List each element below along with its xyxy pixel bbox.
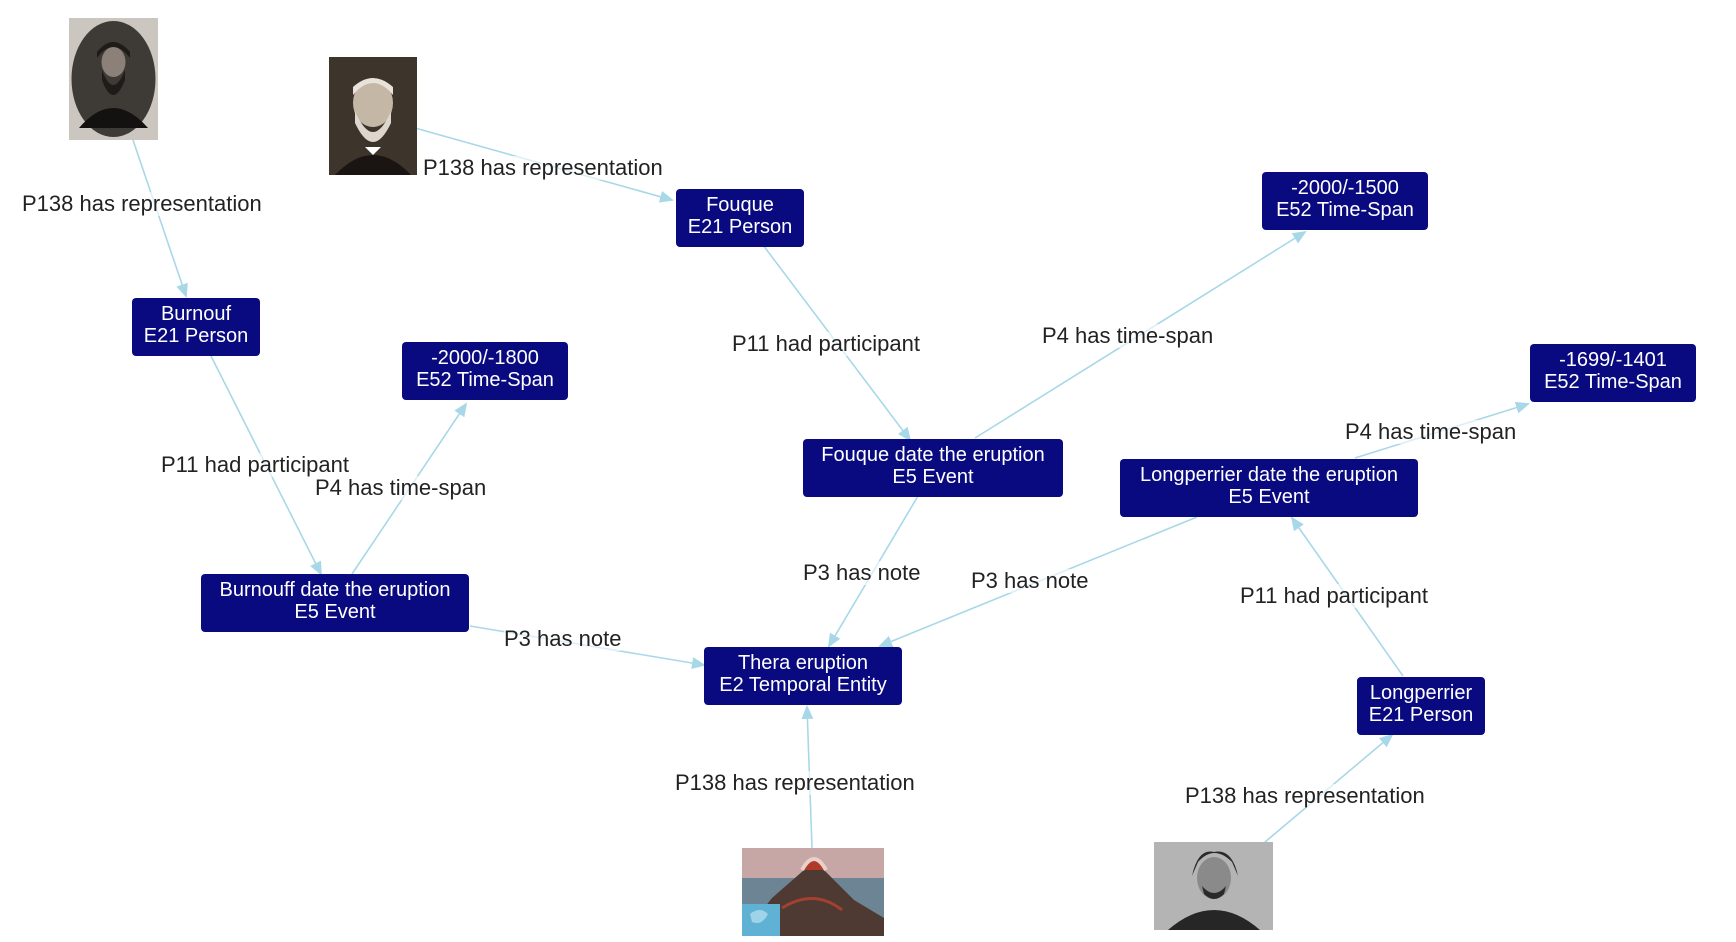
node-fouque[interactable]: Fouque E21 Person <box>676 189 804 247</box>
node-type: E5 Event <box>294 601 376 623</box>
node-name: -2000/-1500 <box>1291 177 1399 199</box>
edge-label-p138-thera: P138 has representation <box>675 770 915 795</box>
edge-label-p11-burnouf: P11 had participant <box>161 452 349 477</box>
node-thera-eruption[interactable]: Thera eruption E2 Temporal Entity <box>704 647 902 705</box>
node-type: E52 Time-Span <box>1276 199 1414 221</box>
node-type: E5 Event <box>1228 486 1310 508</box>
edge-label-p3-longperrier: P3 has note <box>971 568 1089 593</box>
node-name: -1699/-1401 <box>1559 349 1667 371</box>
thera-volcano-icon[interactable] <box>742 848 884 936</box>
node-name: Burnouff date the eruption <box>219 579 451 601</box>
node-name: -2000/-1800 <box>431 347 539 369</box>
node-name: Longperrier date the eruption <box>1140 464 1398 486</box>
node-name: Longperrier <box>1369 682 1473 704</box>
edge-label-p4-fouque: P4 has time-span <box>1042 323 1214 348</box>
node-type: E2 Temporal Entity <box>719 674 887 696</box>
edge-p138-burnouf <box>132 139 188 298</box>
edge-label-p11-longperrier: P11 had participant <box>1240 583 1428 608</box>
node-timespan-1699-1401[interactable]: -1699/-1401 E52 Time-Span <box>1530 344 1696 402</box>
node-longperrier-date-eruption[interactable]: Longperrier date the eruption E5 Event <box>1120 459 1418 517</box>
edge-label-p138-fouque: P138 has representation <box>423 155 663 180</box>
node-type: E52 Time-Span <box>416 369 554 391</box>
burnouf-portrait-icon[interactable] <box>69 18 158 140</box>
node-name: Fouque date the eruption <box>821 444 1045 466</box>
node-name: Burnouf <box>160 303 232 325</box>
edge-label-p138-longperrier: P138 has representation <box>1185 783 1425 808</box>
node-type: E21 Person <box>143 325 249 347</box>
node-burnouff-date-eruption[interactable]: Burnouff date the eruption E5 Event <box>201 574 469 632</box>
node-type: E21 Person <box>687 216 793 238</box>
edge-label-p4-longperrier: P4 has time-span <box>1345 419 1517 444</box>
longperrier-portrait-icon[interactable] <box>1154 842 1273 930</box>
node-longperrier[interactable]: Longperrier E21 Person <box>1357 677 1485 735</box>
edge-label-p138-burnouf: P138 has representation <box>22 191 262 216</box>
node-type: E5 Event <box>892 466 974 488</box>
edge-label-p4-burnouff: P4 has time-span <box>315 475 487 500</box>
node-timespan-2000-1800[interactable]: -2000/-1800 E52 Time-Span <box>402 342 568 400</box>
fouque-portrait-icon[interactable] <box>329 57 417 175</box>
node-burnouf[interactable]: Burnouf E21 Person <box>132 298 260 356</box>
node-name: Thera eruption <box>737 652 869 674</box>
node-type: E52 Time-Span <box>1544 371 1682 393</box>
node-type: E21 Person <box>1368 704 1474 726</box>
edge-label-p3-fouque: P3 has note <box>803 560 921 585</box>
node-fouque-date-eruption[interactable]: Fouque date the eruption E5 Event <box>803 439 1063 497</box>
edge-label-p11-fouque: P11 had participant <box>732 331 920 356</box>
node-timespan-2000-1500[interactable]: -2000/-1500 E52 Time-Span <box>1262 172 1428 230</box>
node-name: Fouque <box>706 194 774 216</box>
edge-label-p3-burnouff: P3 has note <box>504 626 622 651</box>
